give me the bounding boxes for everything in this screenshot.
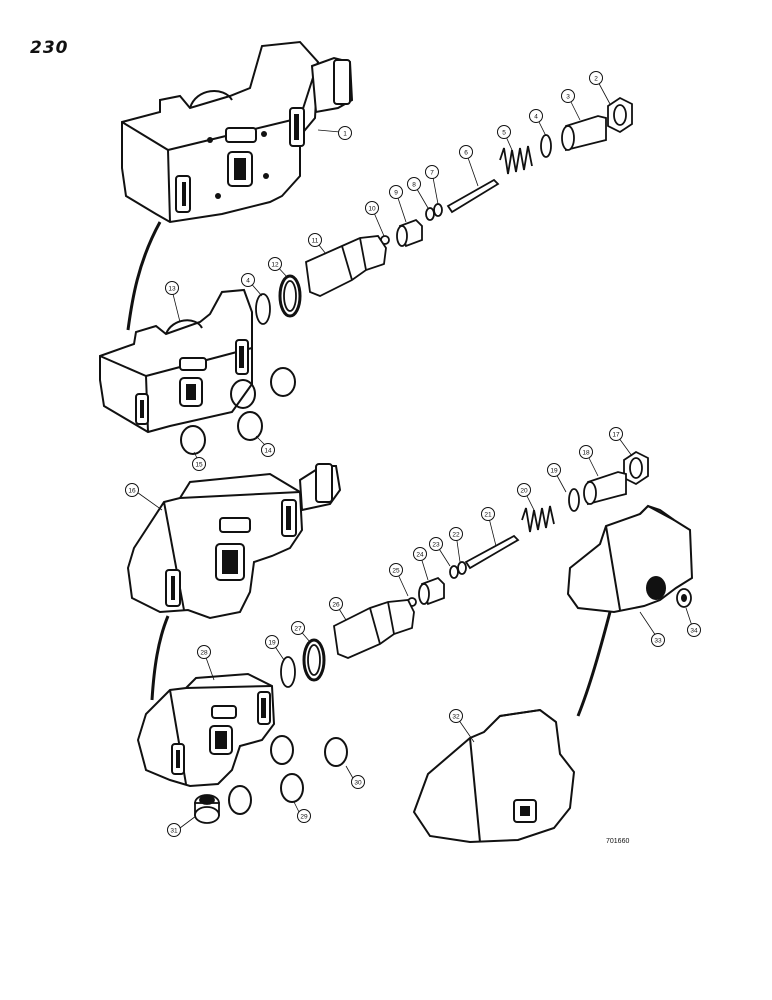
svg-text:12: 12 bbox=[271, 262, 279, 269]
section-4-o-rings bbox=[228, 735, 348, 815]
callout-19: 19 bbox=[547, 463, 561, 477]
valve-body-section-3 bbox=[126, 463, 342, 620]
callout-32: 32 bbox=[449, 709, 463, 723]
svg-text:4: 4 bbox=[534, 114, 538, 121]
figure-code: 701660 bbox=[606, 838, 630, 845]
svg-text:5: 5 bbox=[502, 130, 506, 137]
relief-valve-parts-lower bbox=[280, 450, 649, 688]
end-cover-32 bbox=[412, 708, 576, 844]
callout-14: 14 bbox=[261, 443, 275, 457]
svg-text:13: 13 bbox=[168, 286, 176, 293]
svg-text:19: 19 bbox=[550, 468, 558, 475]
svg-text:15: 15 bbox=[195, 462, 203, 469]
svg-text:17: 17 bbox=[612, 432, 620, 439]
page-number: 230 bbox=[30, 38, 69, 58]
svg-text:33: 33 bbox=[654, 638, 662, 645]
svg-text:27: 27 bbox=[294, 626, 302, 633]
callout-19-lower: 19 bbox=[265, 635, 279, 649]
svg-text:9: 9 bbox=[394, 190, 398, 197]
valve-body-section-4 bbox=[136, 672, 276, 788]
callout-5: 5 bbox=[497, 125, 511, 139]
assembly-guide-lines bbox=[126, 221, 612, 717]
callout-27: 27 bbox=[291, 621, 305, 635]
callout-15: 15 bbox=[192, 457, 206, 471]
callouts: 1 2 3 4 5 6 7 8 9 10 11 12 4 13 14 15 16… bbox=[125, 71, 701, 837]
callout-9: 9 bbox=[389, 185, 403, 199]
svg-text:8: 8 bbox=[412, 182, 416, 189]
svg-text:18: 18 bbox=[582, 450, 590, 457]
svg-text:3: 3 bbox=[566, 94, 570, 101]
callout-24: 24 bbox=[413, 547, 427, 561]
callout-29: 29 bbox=[297, 809, 311, 823]
callout-20: 20 bbox=[517, 483, 531, 497]
callout-7: 7 bbox=[425, 165, 439, 179]
callout-17: 17 bbox=[609, 427, 623, 441]
callout-23: 23 bbox=[429, 537, 443, 551]
end-cover-33 bbox=[566, 504, 694, 614]
svg-text:7: 7 bbox=[430, 170, 434, 177]
callout-33: 33 bbox=[651, 633, 665, 647]
callout-26: 26 bbox=[329, 597, 343, 611]
plug-31 bbox=[194, 794, 220, 824]
svg-text:31: 31 bbox=[170, 828, 178, 835]
callout-13: 13 bbox=[165, 281, 179, 295]
callout-21: 21 bbox=[481, 507, 495, 521]
callout-4: 4 bbox=[529, 109, 543, 123]
section-2-o-rings bbox=[180, 367, 296, 455]
svg-text:26: 26 bbox=[332, 602, 340, 609]
svg-text:24: 24 bbox=[416, 552, 424, 559]
callout-8: 8 bbox=[407, 177, 421, 191]
callout-3: 3 bbox=[561, 89, 575, 103]
svg-text:34: 34 bbox=[690, 628, 698, 635]
callout-22: 22 bbox=[449, 527, 463, 541]
callout-6: 6 bbox=[459, 145, 473, 159]
svg-text:10: 10 bbox=[368, 206, 376, 213]
relief-valve-parts-upper bbox=[255, 96, 633, 325]
callout-4-lower: 4 bbox=[241, 273, 255, 287]
svg-text:22: 22 bbox=[452, 532, 460, 539]
svg-text:25: 25 bbox=[392, 568, 400, 575]
svg-text:6: 6 bbox=[464, 150, 468, 157]
callout-18: 18 bbox=[579, 445, 593, 459]
svg-text:23: 23 bbox=[432, 542, 440, 549]
callout-28: 28 bbox=[197, 645, 211, 659]
callout-30: 30 bbox=[351, 775, 365, 789]
svg-text:4: 4 bbox=[246, 278, 250, 285]
callout-25: 25 bbox=[389, 563, 403, 577]
callout-16: 16 bbox=[125, 483, 139, 497]
callout-11: 11 bbox=[308, 233, 322, 247]
callout-34: 34 bbox=[687, 623, 701, 637]
svg-text:21: 21 bbox=[484, 512, 492, 519]
callout-31: 31 bbox=[167, 823, 181, 837]
svg-text:2: 2 bbox=[594, 76, 598, 83]
svg-text:11: 11 bbox=[312, 238, 319, 245]
svg-text:30: 30 bbox=[354, 780, 362, 787]
callout-1: 1 bbox=[338, 126, 352, 140]
svg-text:19: 19 bbox=[268, 640, 276, 647]
valve-body-section-2 bbox=[99, 288, 253, 434]
svg-text:28: 28 bbox=[200, 650, 208, 657]
plug-34 bbox=[676, 588, 692, 608]
svg-text:29: 29 bbox=[300, 814, 308, 821]
svg-text:16: 16 bbox=[128, 488, 136, 495]
svg-text:20: 20 bbox=[520, 488, 528, 495]
valve-body-section-1 bbox=[121, 40, 354, 224]
callout-12: 12 bbox=[268, 257, 282, 271]
callout-10: 10 bbox=[365, 201, 379, 215]
callout-2: 2 bbox=[589, 71, 603, 85]
svg-text:1: 1 bbox=[343, 131, 347, 138]
svg-text:32: 32 bbox=[452, 714, 460, 721]
svg-text:14: 14 bbox=[264, 448, 272, 455]
